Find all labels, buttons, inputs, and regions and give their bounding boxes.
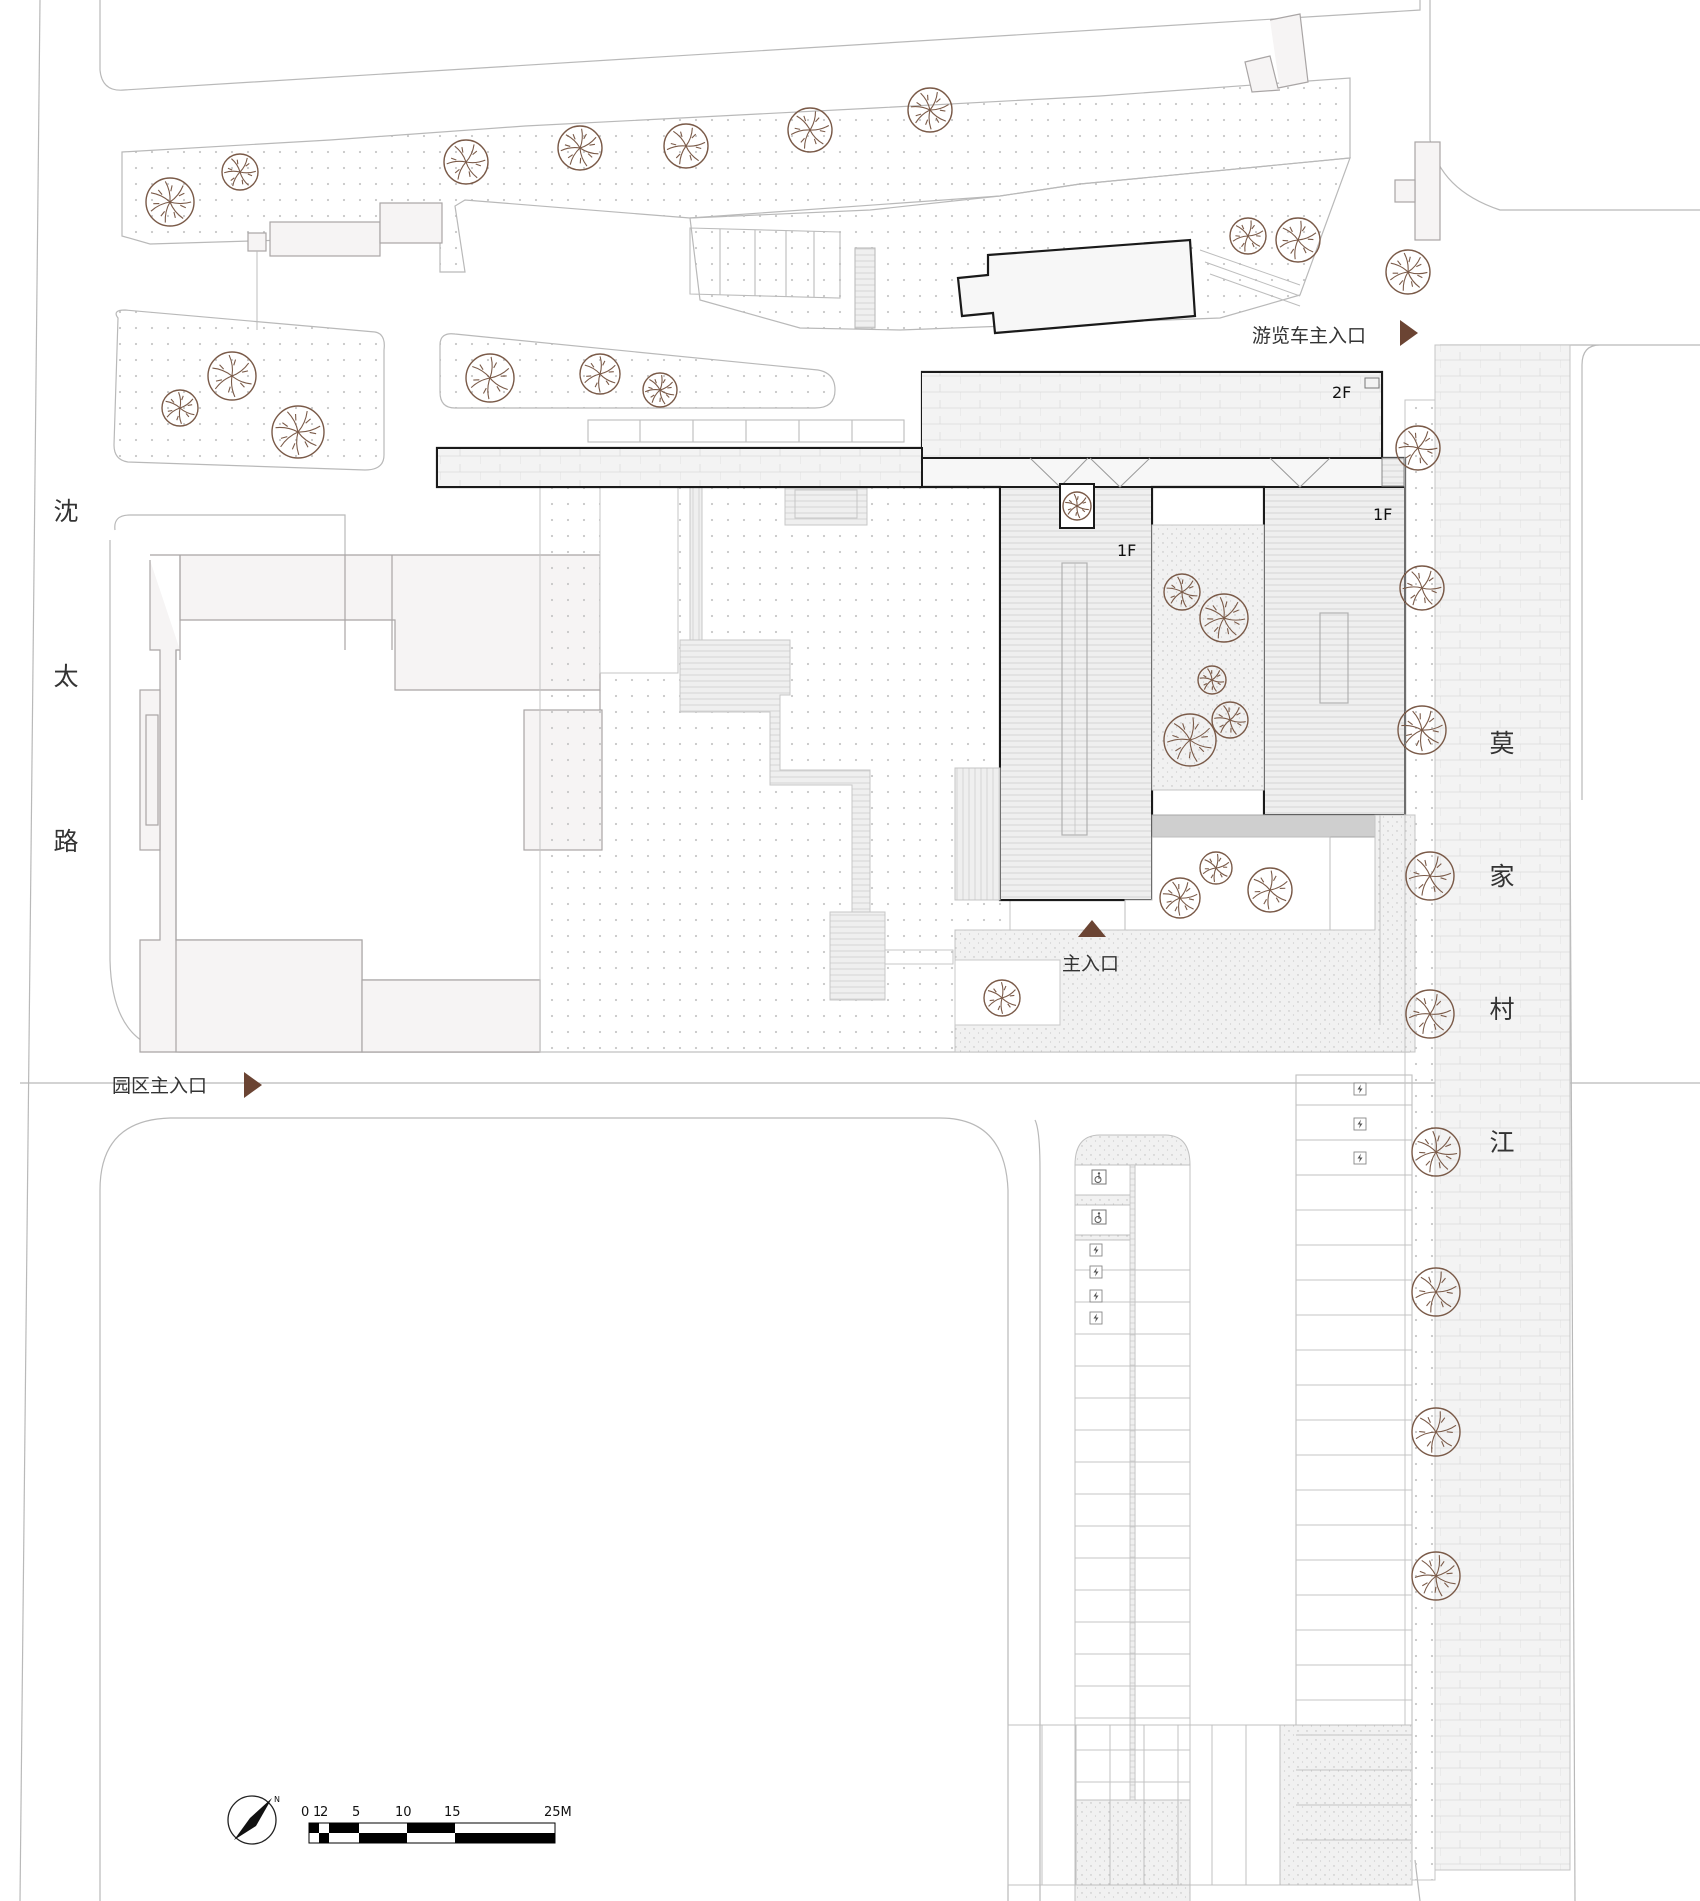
tree-canopy-icon: [221, 153, 259, 191]
road-name-char: 江: [1489, 1128, 1514, 1157]
scale-tick-label: 15: [444, 1805, 461, 1820]
courtyard-path: [679, 484, 954, 1001]
north-parking-bays: [587, 227, 905, 443]
tree-canopy-icon: [1211, 701, 1249, 739]
tree-canopy-icon: [1197, 665, 1227, 695]
main-entrance-label: 主入口: [1062, 953, 1119, 975]
trees: [145, 87, 1461, 1601]
north-small-structures: [247, 13, 1441, 330]
wheelchair-icon: [1091, 1169, 1107, 1185]
tree-canopy-icon: [642, 372, 678, 408]
scale-tick-label: 2: [320, 1805, 328, 1820]
tree-canopy-icon: [1411, 1127, 1461, 1177]
scale-tick-label: 1: [313, 1805, 321, 1820]
scale-tick-label: 25M: [544, 1805, 572, 1820]
tree-canopy-icon: [207, 351, 257, 401]
lightning-icon: [1089, 1289, 1103, 1303]
lightning-icon: [1089, 1243, 1103, 1257]
main-building: [435, 370, 1407, 902]
tree-canopy-icon: [579, 353, 621, 395]
tree-canopy-icon: [1163, 713, 1217, 767]
wheelchair-icon: [1091, 1209, 1107, 1225]
west-existing-building: [139, 554, 603, 1053]
scale-tick-label: 0: [301, 1805, 309, 1820]
triangle-right-icon: [244, 1072, 262, 1098]
tree-canopy-icon: [663, 123, 709, 169]
park-main-entrance-label: 园区主入口: [112, 1075, 207, 1097]
tree-canopy-icon: [557, 125, 603, 171]
tree-canopy-icon: [1062, 491, 1092, 521]
scale-tick-label: 5: [352, 1805, 360, 1820]
west-road-name: 沈太路: [53, 497, 78, 856]
road-name-char: 家: [1489, 862, 1514, 891]
tree-canopy-icon: [1159, 877, 1201, 919]
tree-canopy-icon: [1397, 705, 1447, 755]
road-outlines: [19, 0, 1700, 1901]
lightning-icon: [1089, 1311, 1103, 1325]
tree-canopy-icon: [1275, 217, 1321, 263]
tree-canopy-icon: [1405, 851, 1455, 901]
east-road-label: 莫家村江: [1489, 729, 1514, 1157]
lightning-icon: [1353, 1117, 1367, 1131]
tree-canopy-icon: [1411, 1267, 1461, 1317]
scale-bar-bars: [308, 1822, 556, 1844]
west-courtyard-gap: [599, 484, 679, 674]
tree-canopy-icon: [443, 139, 489, 185]
tree-canopy-icon: [983, 979, 1021, 1017]
tree-canopy-icon: [907, 87, 953, 133]
road-name-char: 太: [53, 662, 78, 691]
west-planting-island: [113, 309, 385, 471]
north-pavilion-building: [956, 238, 1197, 335]
tree-canopy-icon: [1411, 1551, 1461, 1601]
tree-canopy-icon: [145, 177, 195, 227]
tree-canopy-icon: [1247, 867, 1293, 913]
floor-label-east-1f: 1F: [1373, 505, 1392, 524]
svg-text:N: N: [274, 1795, 280, 1804]
parking-island: [1074, 1134, 1191, 1901]
tree-canopy-icon: [161, 389, 199, 427]
plaza-planter: [954, 959, 1061, 1026]
tree-canopy-icon: [1229, 217, 1267, 255]
floor-label-center-1f: 1F: [1117, 541, 1136, 560]
tree-canopy-icon: [1395, 425, 1441, 471]
plaza-ramp: [954, 767, 1001, 901]
east-road-name: 莫家村江: [1489, 729, 1514, 1157]
ev-charging-icons: [1089, 1082, 1367, 1325]
tour-bus-entrance-label: 游览车主入口: [1252, 325, 1366, 347]
accessible-parking-icons: [1091, 1169, 1107, 1225]
road-name-char: 路: [53, 827, 78, 856]
west-road-label: 沈太路: [53, 497, 78, 856]
east-road-surface: [1434, 344, 1571, 1871]
tree-canopy-icon: [271, 405, 325, 459]
canopy-strip: [1151, 814, 1378, 838]
tree-canopy-icon: [1163, 573, 1201, 611]
floor-label-2f: 2F: [1332, 383, 1351, 402]
middle-planting-island: [439, 333, 836, 409]
compass-needle-icon: N: [227, 1795, 280, 1845]
parking-bay-lines: [1075, 1209, 1412, 1841]
tree-canopy-icon: [1385, 249, 1431, 295]
tree-canopy-icon: [1199, 593, 1249, 643]
inner-courtyard: [1151, 524, 1265, 791]
lightning-icon: [1089, 1265, 1103, 1279]
scale-tick-label: 10: [395, 1805, 412, 1820]
tree-canopy-icon: [1199, 851, 1233, 885]
triangle-right-icon: [1400, 320, 1418, 346]
lightning-icon: [1353, 1082, 1367, 1096]
court-pool: [1124, 836, 1331, 931]
tree-canopy-icon: [1399, 565, 1445, 611]
triangle-up-icon: [1078, 920, 1106, 937]
road-name-char: 沈: [53, 497, 78, 526]
north-stair: [1199, 249, 1301, 307]
tree-canopy-icon: [465, 353, 515, 403]
tree-canopy-icon: [1405, 989, 1455, 1039]
lightning-icon: [1353, 1151, 1367, 1165]
road-name-char: 村: [1489, 995, 1514, 1024]
tree-canopy-icon: [1411, 1407, 1461, 1457]
tree-canopy-icon: [787, 107, 833, 153]
road-name-char: 莫: [1489, 729, 1514, 758]
